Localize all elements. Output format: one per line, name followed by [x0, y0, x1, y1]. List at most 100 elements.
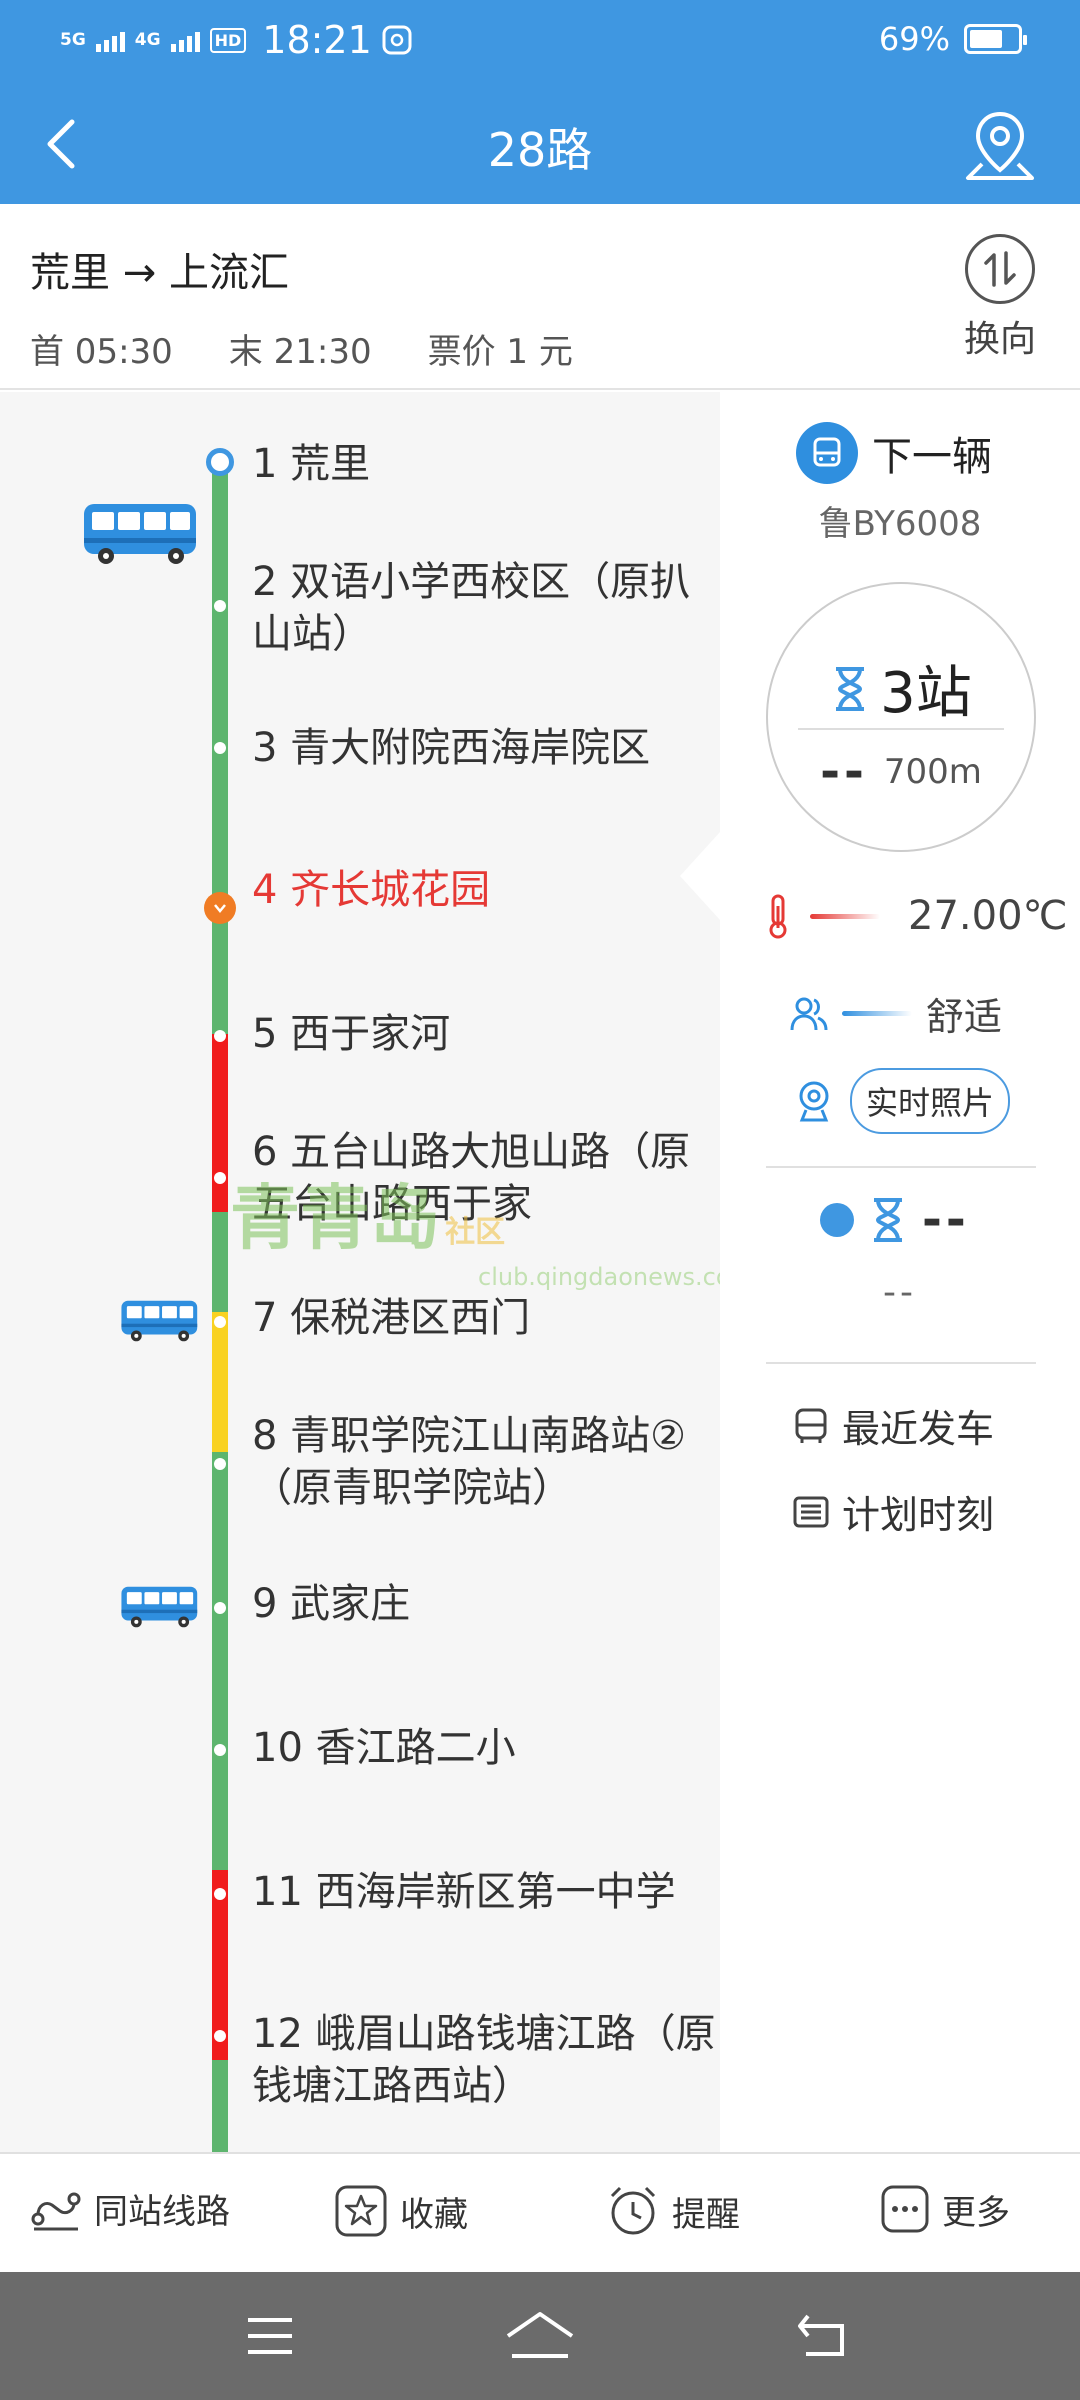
- stop-list: 1 荒里 2 双语小学西校区（原扒山站） 3 青大附院西海岸院区 4 齐长城花园…: [0, 392, 720, 2152]
- transfer-icon: [31, 2192, 81, 2230]
- bottom-toolbar: 同站线路 收藏 提醒 更多: [0, 2152, 1080, 2272]
- stop-item[interactable]: 6 五台山路大旭山路（原五台山路西于家: [252, 1129, 691, 1227]
- bus-outline-icon: [795, 1408, 827, 1443]
- list-icon: [793, 1496, 829, 1527]
- chevron-left-icon: [47, 119, 75, 169]
- map-location-button[interactable]: [960, 106, 1040, 186]
- second-bus-dot: [820, 1203, 854, 1237]
- status-right: 69%: [878, 20, 1027, 58]
- stop-dot: [214, 1030, 226, 1042]
- line-segment-green: [212, 2060, 228, 2152]
- reminder-label: 提醒: [672, 2194, 740, 2235]
- status-time: 18:21: [262, 18, 372, 62]
- arrival-countdown: 3站 -- 700m: [766, 582, 1036, 852]
- stop-dot: [214, 742, 226, 754]
- stop-dot: [214, 1316, 226, 1328]
- more-label: 更多: [942, 2192, 1010, 2233]
- stops-away: 3站: [768, 648, 1034, 729]
- stop-dot: [214, 1888, 226, 1900]
- stop-item[interactable]: 11 西海岸新区第一中学: [252, 1869, 676, 1915]
- comfort-bar: [842, 1011, 912, 1016]
- route-times: 首 05:30 末 21:30 票价 1 元: [30, 324, 573, 373]
- time-placeholder: --: [820, 744, 868, 800]
- plate-number: 鲁BY6008: [818, 504, 982, 544]
- hourglass-icon: [836, 666, 865, 711]
- favorite-button[interactable]: 收藏: [334, 2184, 468, 2238]
- map-pin-icon: [966, 111, 1034, 180]
- current-stop-pointer: [680, 832, 720, 920]
- menu-icon[interactable]: [240, 2308, 300, 2364]
- line-segment-yellow: [212, 1312, 228, 1452]
- swap-icon: [965, 234, 1035, 304]
- stop-item[interactable]: 1 荒里: [252, 441, 371, 487]
- network-5g-group: 5G: [60, 31, 86, 49]
- divider: [766, 1166, 1036, 1168]
- schedule-button[interactable]: 计划时刻: [792, 1484, 994, 1539]
- recent-departure-label: 最近发车: [842, 1407, 995, 1451]
- system-nav-bar: [0, 2272, 1080, 2400]
- more-button[interactable]: 更多: [880, 2184, 1010, 2234]
- camera-icon: [799, 1081, 829, 1122]
- switch-direction-button[interactable]: 换向: [950, 234, 1050, 362]
- more-icon: [881, 2185, 929, 2233]
- stop-item[interactable]: 3 青大附院西海岸院区: [252, 725, 651, 771]
- route-direction: 荒里 → 上流汇: [30, 250, 289, 296]
- temperature-row: 27.00℃: [762, 892, 1067, 940]
- line-segment-green: [212, 452, 228, 1068]
- battery-fill: [970, 30, 1002, 48]
- stop-dot: [214, 2030, 226, 2042]
- line-segment-red: [212, 1034, 228, 1212]
- start-stop-marker: [206, 448, 234, 476]
- realtime-photo-button[interactable]: 实时照片: [850, 1068, 1011, 1134]
- stop-item[interactable]: 5 西于家河: [252, 1011, 451, 1057]
- line-segment-green: [212, 1452, 228, 1872]
- reminder-button[interactable]: 提醒: [606, 2184, 740, 2238]
- temperature-bar: [810, 913, 880, 919]
- stop-dot: [214, 1458, 226, 1470]
- favorite-label: 收藏: [400, 2194, 468, 2235]
- countdown-divider: [798, 728, 1004, 730]
- first-bus-time: 首 05:30: [30, 332, 173, 372]
- comfort-row: 舒适: [790, 986, 1002, 1041]
- stop-item[interactable]: 12 峨眉山路钱塘江路（原钱塘江路西站）: [252, 2011, 716, 2109]
- home-icon[interactable]: [504, 2308, 576, 2364]
- thermometer-icon: [769, 894, 787, 939]
- next-bus-label: 下一辆: [872, 434, 992, 480]
- line-segment-green: [212, 1212, 228, 1312]
- stop-item[interactable]: 9 武家庄: [252, 1581, 411, 1627]
- stop-item[interactable]: 2 双语小学西校区（原扒山站）: [252, 559, 691, 657]
- signal-5g-icon: [95, 28, 125, 52]
- fare: 票价 1 元: [427, 332, 573, 372]
- next-bus-header: 下一辆: [796, 422, 992, 484]
- recent-departure-button[interactable]: 最近发车: [792, 1398, 994, 1453]
- stop-item[interactable]: 10 香江路二小: [252, 1725, 516, 1771]
- watermark-url: club.qingdaonews.com: [478, 1263, 720, 1291]
- battery-icon: [964, 24, 1027, 54]
- line-segment-red: [212, 1870, 228, 2060]
- next-bus-panel: 下一辆 鲁BY6008 3站 -- 700m 27.00℃ 舒适 实时照片 --…: [680, 392, 1080, 2152]
- second-bus-row: --: [820, 1192, 970, 1248]
- back-nav-icon[interactable]: [794, 2308, 854, 2364]
- stop-dot: [214, 1602, 226, 1614]
- back-button[interactable]: [30, 108, 102, 180]
- distance: 700m: [883, 752, 982, 792]
- signal-4g-icon: [170, 28, 200, 52]
- bus-icon[interactable]: [82, 500, 200, 568]
- second-bus-placeholder: --: [922, 1192, 970, 1248]
- stop-dot: [214, 1172, 226, 1184]
- current-stop-marker: [204, 892, 236, 924]
- stop-item[interactable]: 7 保税港区西门: [252, 1295, 531, 1341]
- stop-item[interactable]: 8 青职学院江山南路站②（原青职学院站）: [252, 1413, 687, 1511]
- stop-dot: [214, 600, 226, 612]
- comfort-value: 舒适: [926, 995, 1003, 1039]
- bus-icon[interactable]: [120, 1584, 200, 1630]
- stops-count: 3站: [880, 661, 972, 726]
- hd-badge: HD: [209, 27, 247, 53]
- alarm-clock-icon: [610, 2186, 656, 2235]
- bus-icon[interactable]: [120, 1298, 200, 1344]
- route-info: 荒里 → 上流汇 首 05:30 末 21:30 票价 1 元 换向: [0, 204, 1080, 390]
- battery-percent: 69%: [878, 20, 950, 58]
- stop-item-active[interactable]: 4 齐长城花园: [252, 867, 491, 913]
- app-header: 28路: [0, 84, 1080, 204]
- same-station-lines-button[interactable]: 同站线路: [30, 2184, 230, 2233]
